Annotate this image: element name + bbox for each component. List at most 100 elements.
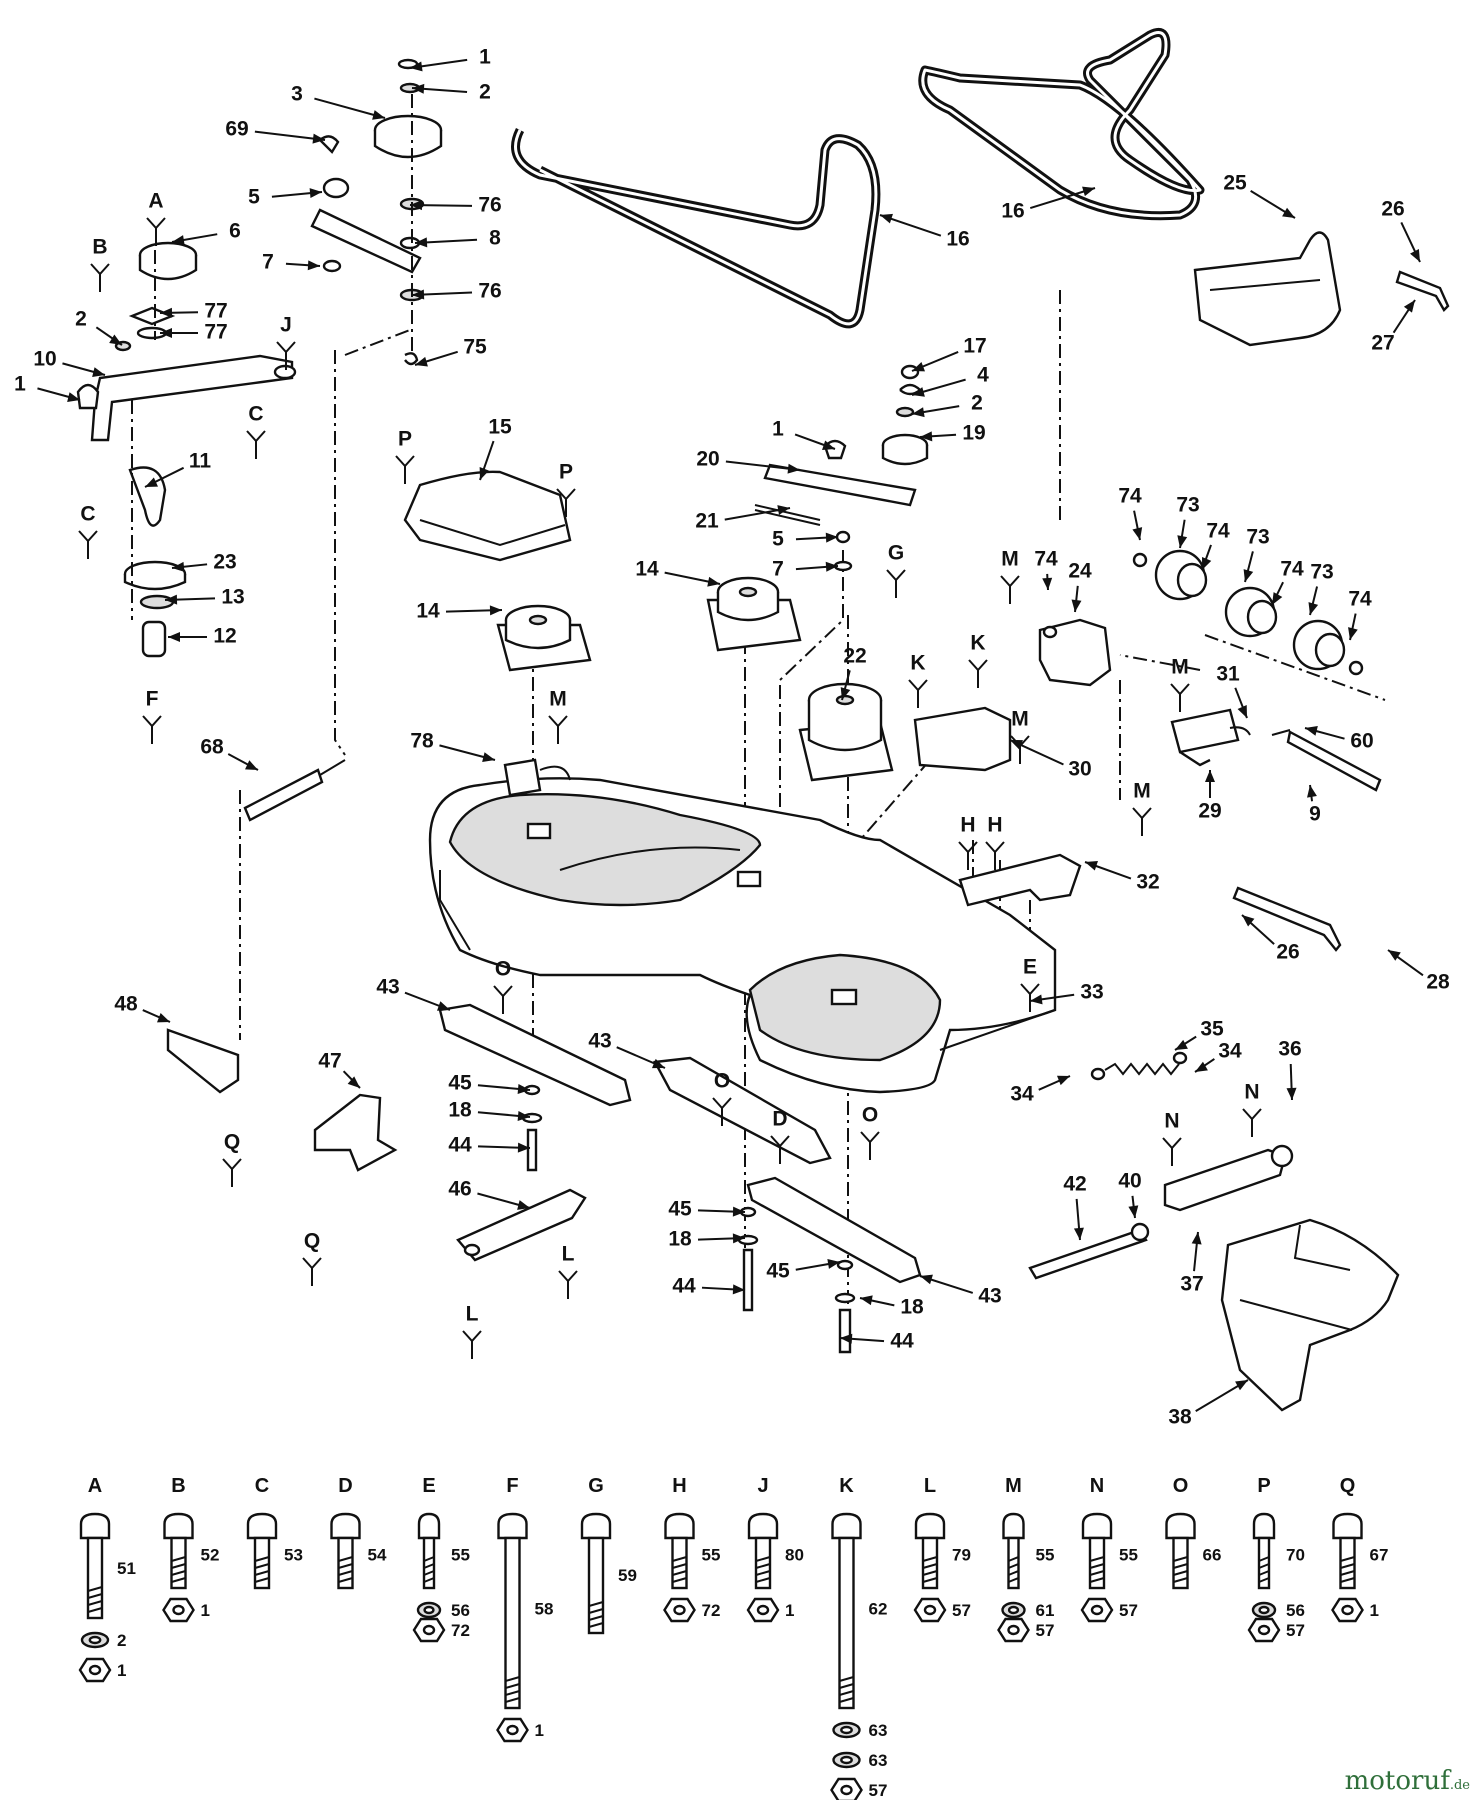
callout: 76 xyxy=(409,194,502,217)
callout: 20 xyxy=(696,448,801,474)
bolt-head xyxy=(831,1512,862,1540)
callout: 9 xyxy=(1307,784,1321,826)
leader-arrow xyxy=(410,61,423,72)
callout: C xyxy=(246,403,266,459)
hardware-part-number: 57 xyxy=(1286,1621,1305,1640)
leader-arrow xyxy=(415,237,428,248)
leader-arrow xyxy=(517,1200,530,1210)
part-number: 74 xyxy=(1034,548,1058,571)
hardware-column-C: C 53 xyxy=(246,1475,303,1590)
part-number: 46 xyxy=(448,1178,471,1201)
callout: 2 xyxy=(75,308,123,346)
part-number: 18 xyxy=(668,1228,692,1251)
reference-mark xyxy=(78,530,98,559)
reference-letter: O xyxy=(495,958,511,981)
callout: 27 xyxy=(1371,299,1416,355)
bolt-thread xyxy=(1008,1563,1019,1569)
leader-arrow xyxy=(160,328,172,338)
leader-arrow xyxy=(347,1076,360,1088)
rod-42 xyxy=(1028,1222,1150,1280)
bolt-thread xyxy=(171,1556,186,1562)
callout: 19 xyxy=(919,422,986,445)
hardware-letter: D xyxy=(338,1475,352,1497)
rod-26-28 xyxy=(1232,886,1342,952)
reference-mark xyxy=(90,263,110,292)
leader-arrow xyxy=(1132,527,1143,540)
hardware-letter: N xyxy=(1090,1475,1104,1497)
hardware-letter: C xyxy=(255,1475,269,1497)
leader-arrow xyxy=(652,1058,665,1069)
bolt-thread xyxy=(423,1563,435,1569)
callout: 15 xyxy=(479,416,512,481)
hardware-part-number: 51 xyxy=(117,1559,136,1578)
reference-mark xyxy=(712,1097,732,1126)
hardware-part-number: 1 xyxy=(1370,1601,1379,1620)
leader-arrow xyxy=(1235,1380,1248,1391)
bolt-thread xyxy=(505,1697,520,1703)
bolt-thread xyxy=(839,1690,854,1696)
callout: 11 xyxy=(144,450,211,488)
leader-arrow xyxy=(309,188,322,199)
reference-mark xyxy=(770,1135,790,1164)
belt-guard-top xyxy=(403,470,572,562)
hardware-letter: J xyxy=(757,1475,768,1497)
leader-arrow xyxy=(777,505,790,515)
part-number: 2 xyxy=(479,81,491,104)
reference-mark xyxy=(968,659,988,688)
lift-link-68 xyxy=(243,759,346,822)
bolt-thread xyxy=(87,1593,103,1599)
hardware-part-number: 53 xyxy=(284,1546,303,1565)
leader-arrow xyxy=(1175,1039,1188,1050)
reference-letter: L xyxy=(562,1243,575,1266)
nut-hole xyxy=(756,1604,770,1616)
callout: 23 xyxy=(171,551,237,574)
nut-hole xyxy=(1090,1604,1104,1616)
callout: M xyxy=(1170,656,1190,712)
bolt-head xyxy=(1252,1512,1276,1540)
hardware-part-number: 1 xyxy=(117,1661,126,1680)
bolt-thread xyxy=(1173,1577,1188,1583)
bolt-thread xyxy=(1173,1563,1188,1569)
callout: F xyxy=(142,688,162,744)
part-number: 44 xyxy=(448,1134,472,1157)
hardware-part-number: 56 xyxy=(451,1601,470,1620)
part-number: 77 xyxy=(204,300,227,323)
leader-arrow xyxy=(1307,785,1317,798)
callout: M xyxy=(1010,708,1030,764)
reference-mark xyxy=(1000,575,1020,604)
reference-letter: N xyxy=(1164,1110,1179,1133)
leader-arrow xyxy=(840,1333,853,1344)
anti-scalp-bracket-32 xyxy=(958,853,1082,907)
callout: 8 xyxy=(414,227,501,250)
callout: 68 xyxy=(200,736,259,771)
hardware-part-number: 63 xyxy=(869,1751,888,1770)
brand-watermark: motoruf.de xyxy=(1345,1766,1470,1796)
reference-mark xyxy=(222,1158,242,1187)
callout: 77 xyxy=(159,300,228,323)
bolt-thread xyxy=(922,1577,938,1583)
bolt-thread xyxy=(588,1615,604,1621)
part-number: 24 xyxy=(1068,560,1092,583)
callout: 16 xyxy=(879,213,970,251)
callout: 2 xyxy=(411,81,491,104)
bolt-thread xyxy=(839,1676,854,1682)
reference-letter: A xyxy=(148,190,163,213)
callout: K xyxy=(968,632,988,688)
part-number: 43 xyxy=(978,1285,1001,1308)
leader-arrow xyxy=(1388,950,1401,961)
hardware-letter: L xyxy=(924,1475,936,1497)
leader-arrow xyxy=(1177,535,1188,548)
nut-hole xyxy=(1007,1624,1020,1636)
callout: 34 xyxy=(1194,1040,1242,1073)
part-number: 37 xyxy=(1180,1273,1203,1296)
part-number: 44 xyxy=(890,1330,914,1353)
hardware-letter: F xyxy=(506,1475,518,1497)
hardware-part-number: 63 xyxy=(869,1721,888,1740)
nut-hole xyxy=(506,1724,519,1736)
leader-arrow xyxy=(732,1206,745,1217)
bolt-thread xyxy=(338,1563,353,1569)
bolt-thread xyxy=(87,1586,103,1592)
